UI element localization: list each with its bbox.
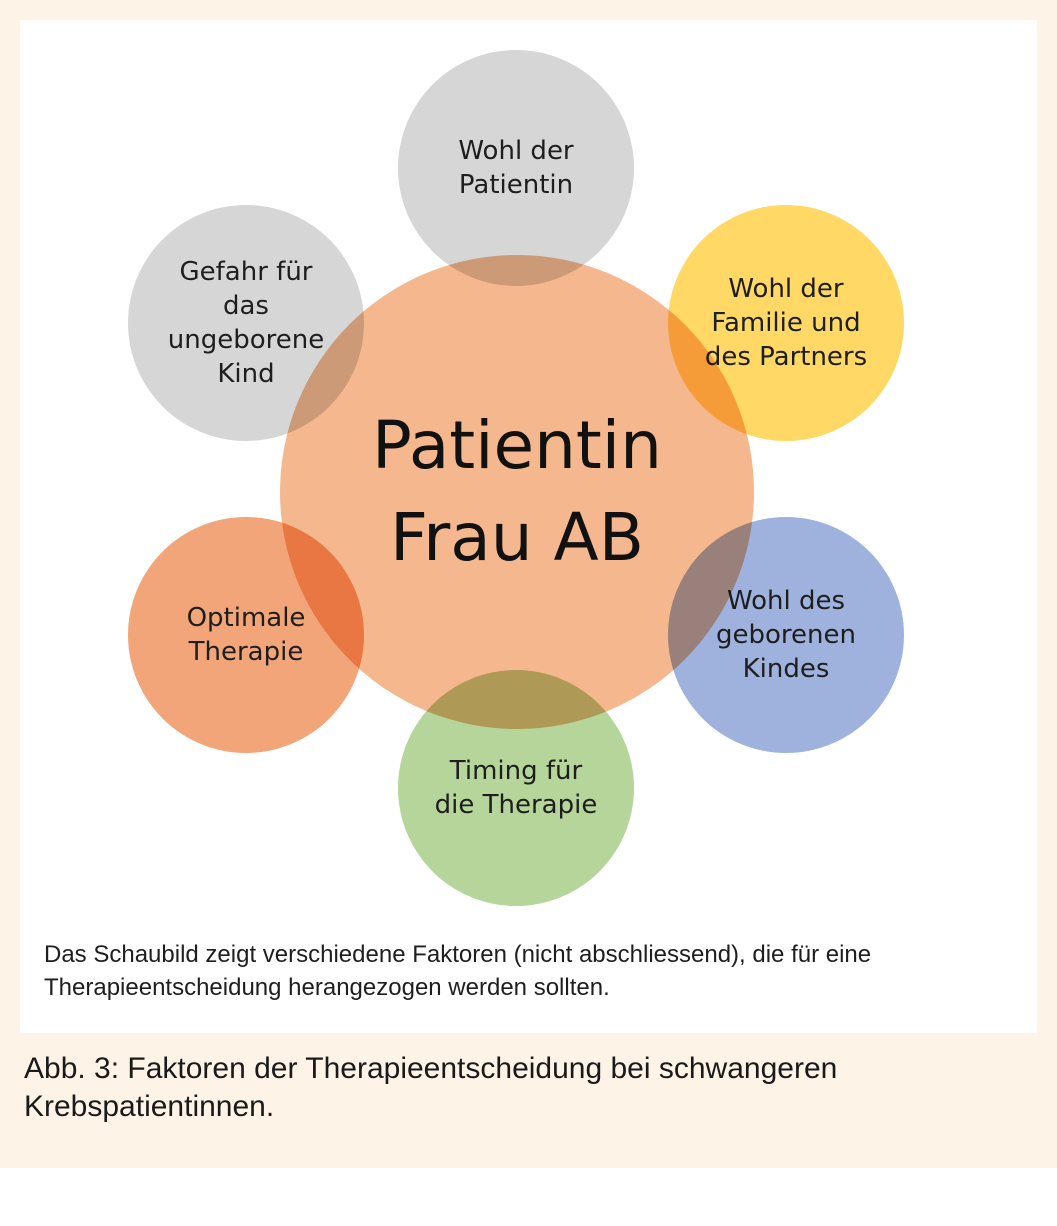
factor-label: Optimale Therapie — [186, 603, 306, 667]
factor-circle-wohl-kind: Wohl des geborenen Kindes — [668, 517, 904, 753]
factor-circle-gefahr-kind: Gefahr für das ungeborene Kind — [128, 205, 364, 441]
factor-label: Wohl der Familie und des Partners — [704, 274, 868, 372]
figure-panel: Patientin Frau AB Wohl der Patientin Woh… — [0, 0, 1057, 1168]
center-label: Patientin Frau AB — [372, 407, 662, 576]
factor-label: Wohl der Patientin — [458, 136, 574, 200]
factor-circle-timing: Timing für die Therapie — [398, 670, 634, 906]
factor-circle-optimale-therapie: Optimale Therapie — [128, 517, 364, 753]
figure-caption: Abb. 3: Faktoren der Therapieentscheidun… — [24, 1052, 838, 1123]
factor-label: Gefahr für das ungeborene Kind — [167, 257, 325, 389]
diagram-box: Patientin Frau AB Wohl der Patientin Woh… — [20, 20, 1037, 1033]
factor-label: Wohl des geborenen Kindes — [716, 586, 856, 684]
factor-circle-wohl-patientin: Wohl der Patientin — [398, 50, 634, 286]
diagram-description: Das Schaubild zeigt verschiedene Faktore… — [44, 941, 872, 1001]
factor-label: Timing für die Therapie — [434, 756, 598, 820]
factor-circle-wohl-familie: Wohl der Familie und des Partners — [668, 205, 904, 441]
